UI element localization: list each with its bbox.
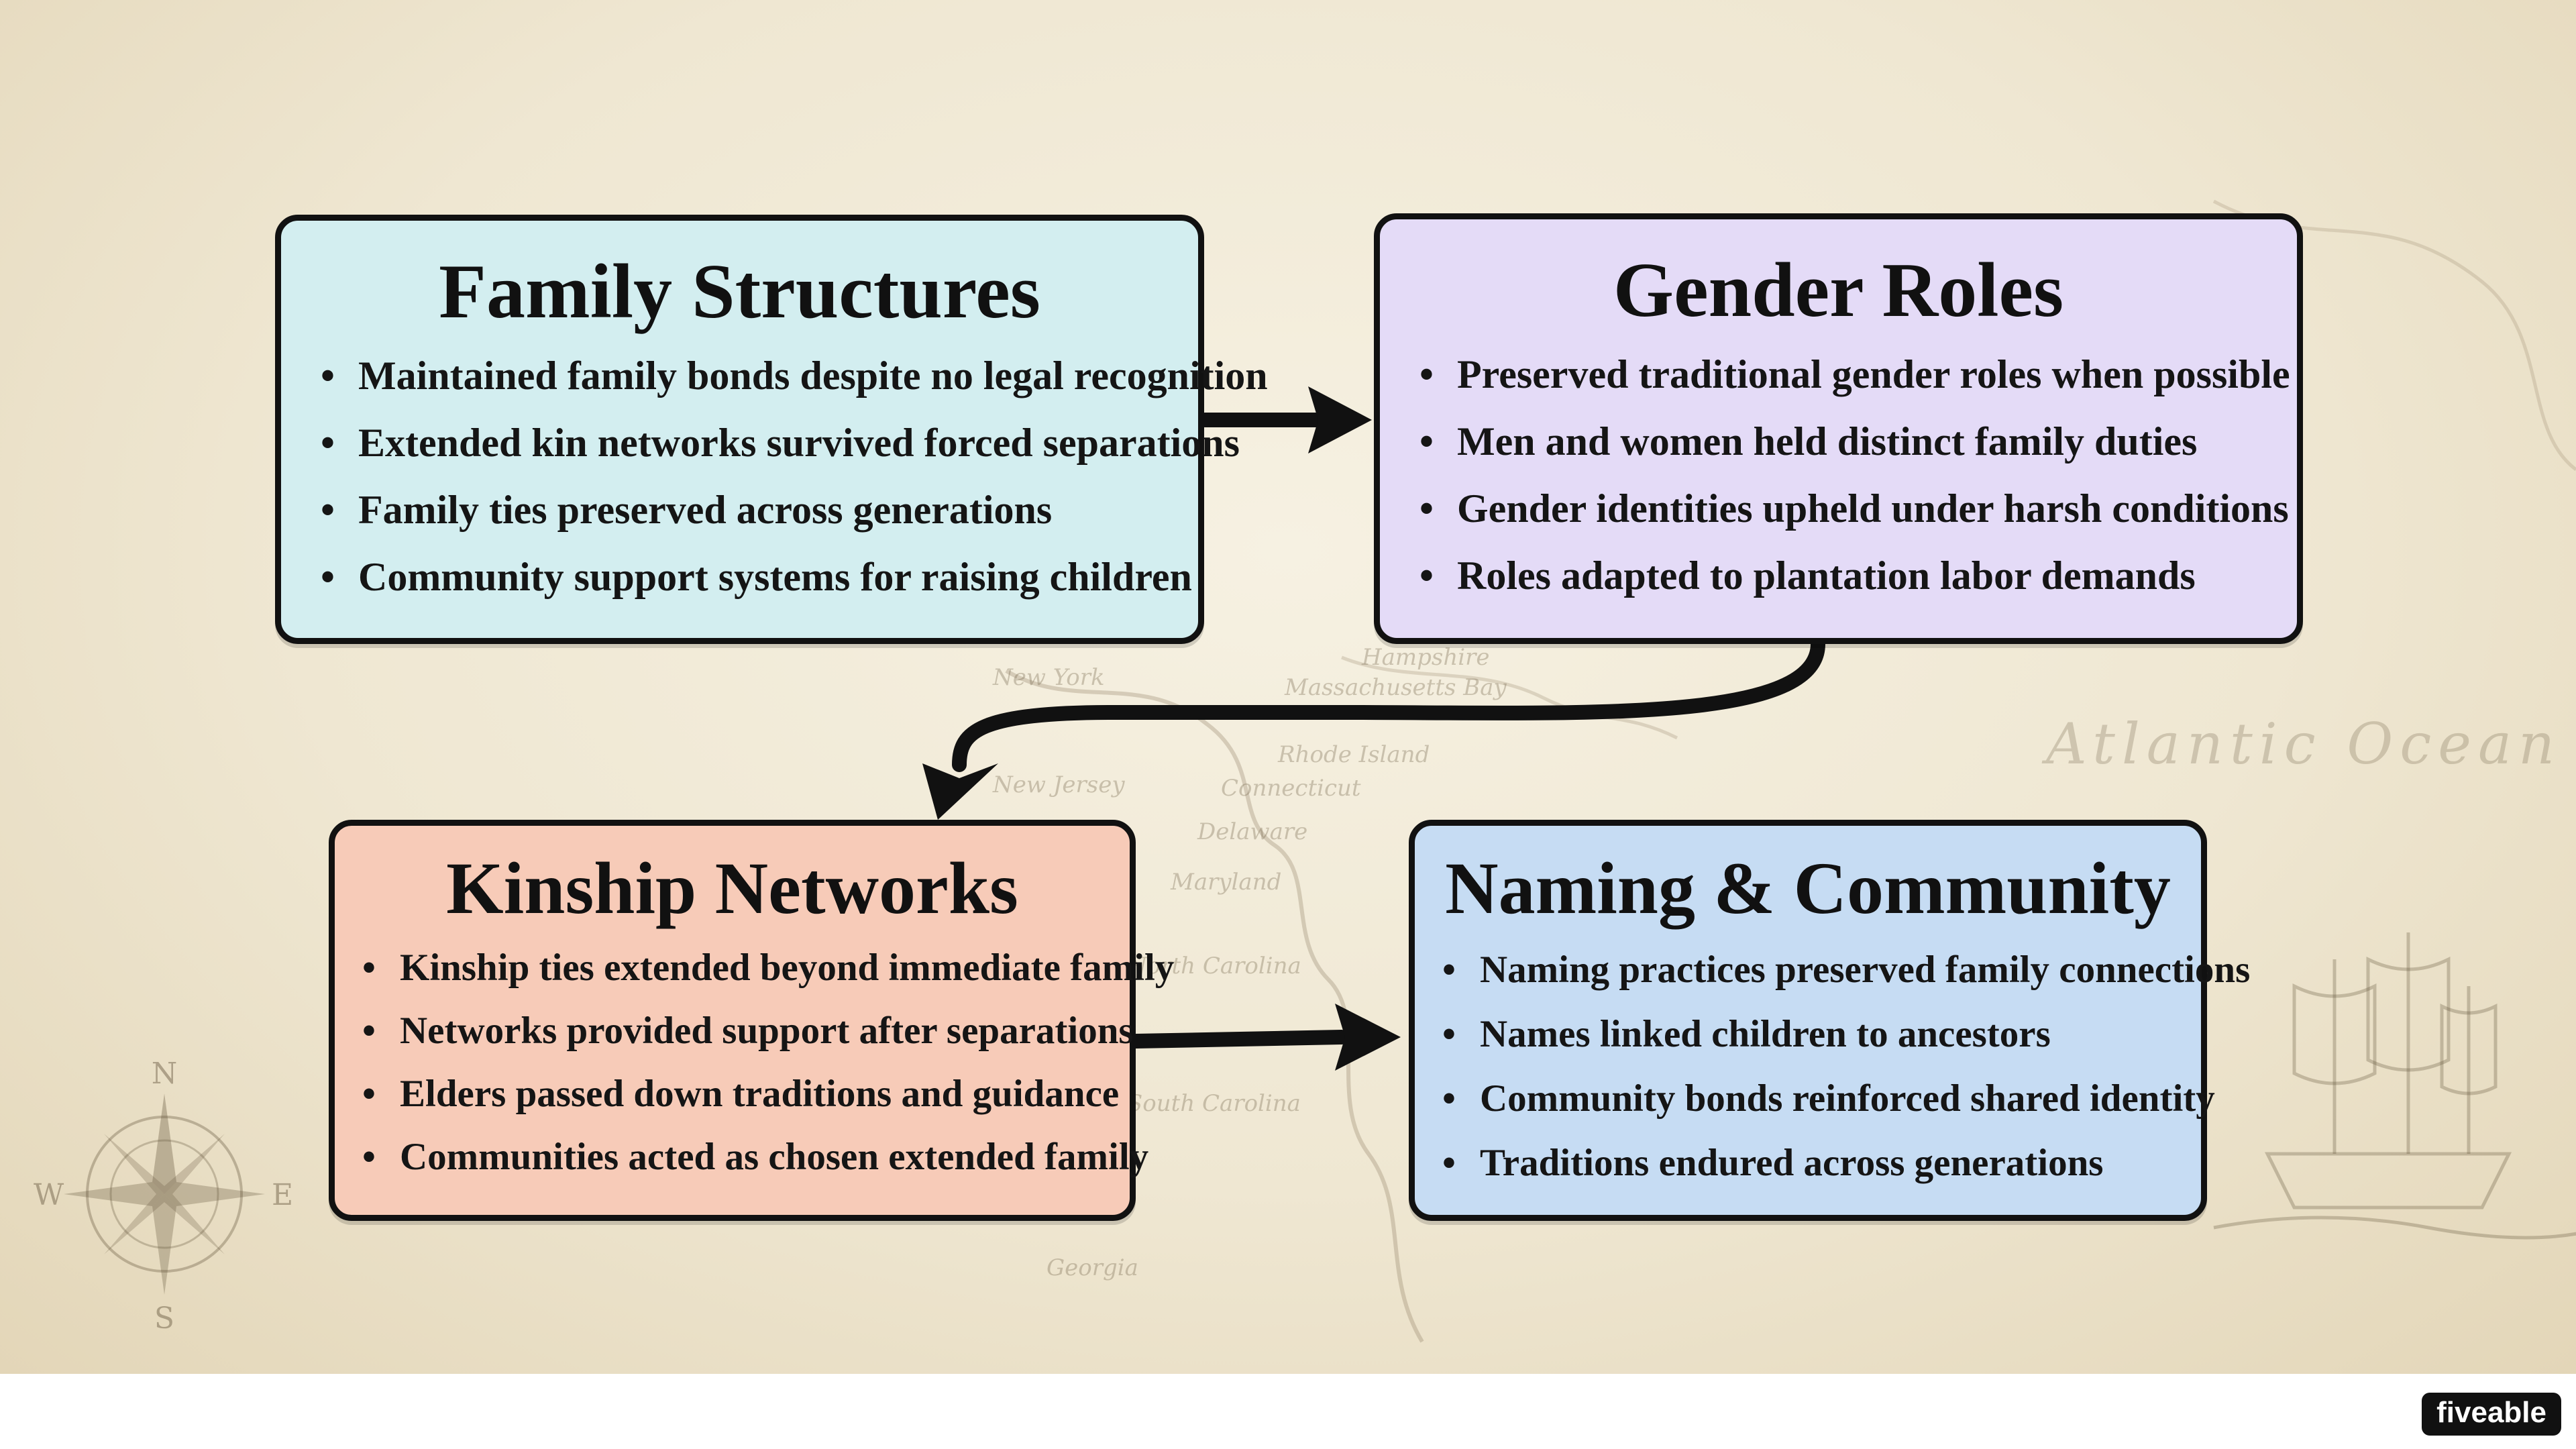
list-item-text: Communities acted as chosen extended fam… — [400, 1135, 1149, 1178]
map-label: Connecticut — [1221, 775, 1361, 802]
kinship-networks-box: Kinship Networks • Kinship ties extended … — [329, 820, 1174, 1221]
bullet-icon: • — [321, 555, 335, 600]
list-item-text: Extended kin networks survived forced se… — [358, 421, 1240, 466]
bullet-list: • Maintained family bonds despite no lega… — [281, 342, 1268, 610]
list-item: • Extended kin networks survived forced s… — [321, 409, 1240, 476]
list-item: • Networks provided support after separat… — [362, 1000, 1134, 1063]
compass-rose: N S E W — [34, 1057, 293, 1336]
map-label: Delaware — [1197, 818, 1308, 845]
list-item-text: Elders passed down traditions and guidan… — [400, 1072, 1120, 1115]
naming-community-box: Naming & Community • Naming practices pre… — [1409, 820, 2250, 1221]
list-item: • Roles adapted to plantation labor deman… — [1419, 542, 2297, 609]
list-item: • Naming practices preserved family conne… — [1442, 938, 2250, 1002]
map-label: North Carolina — [1127, 953, 1301, 979]
slide-canvas: N S E W Atlantic Ocean New York Massachu… — [0, 0, 2576, 1374]
list-item-text: Kinship ties extended beyond immediate f… — [400, 946, 1175, 989]
list-item: • Community bonds reinforced shared ident… — [1442, 1067, 2215, 1131]
bullet-icon: • — [1419, 553, 1434, 598]
list-item: • Elders passed down traditions and guida… — [362, 1063, 1130, 1126]
bullet-icon: • — [321, 421, 335, 466]
sailing-ship-illustration — [2213, 932, 2576, 1240]
bullet-icon: • — [362, 1009, 376, 1052]
bullet-icon: • — [1442, 948, 1456, 991]
bullet-icon: • — [1442, 1141, 1456, 1184]
footer-bar: fiveable — [0, 1374, 2576, 1449]
list-item: • Gender identities upheld under harsh co… — [1419, 475, 2297, 542]
bullet-list: • Kinship ties extended beyond immediate … — [335, 936, 1174, 1189]
map-label: Georgia — [1046, 1254, 1138, 1281]
bullet-icon: • — [1442, 1077, 1456, 1120]
list-item: • Communities acted as chosen extended fa… — [362, 1126, 1148, 1189]
bullet-list: • Naming practices preserved family conne… — [1415, 938, 2250, 1195]
map-label: New York — [993, 664, 1105, 691]
bullet-icon: • — [1419, 419, 1434, 464]
list-item-text: Roles adapted to plantation labor demand… — [1457, 553, 2196, 598]
compass-south-label: S — [154, 1301, 174, 1336]
box-title: Kinship Networks — [446, 847, 1018, 929]
ocean-label: Atlantic Ocean — [2046, 711, 2562, 777]
list-item-text: Traditions endured across generations — [1480, 1141, 2104, 1184]
arrow-family-to-gender — [1197, 386, 1372, 453]
list-item: • Preserved traditional gender roles when… — [1419, 341, 2297, 408]
box-title: Gender Roles — [1613, 248, 2064, 333]
list-item-text: Networks provided support after separati… — [400, 1009, 1134, 1052]
list-item-text: Gender identities upheld under harsh con… — [1457, 486, 2289, 531]
box-title: Naming & Community — [1445, 847, 2171, 929]
coastline — [1341, 655, 1678, 740]
bullet-icon: • — [362, 1135, 376, 1178]
gender-roles-box: Gender Roles • Preserved traditional gend… — [1374, 213, 2303, 644]
list-item: • Names linked children to ancestors — [1442, 1002, 2201, 1067]
list-item-text: Naming practices preserved family connec… — [1480, 948, 2251, 991]
bullet-icon: • — [1419, 486, 1434, 531]
map-label: Rhode Island — [1278, 741, 1430, 768]
list-item: • Men and women held distinct family duti… — [1419, 408, 2297, 475]
bullet-icon: • — [362, 946, 376, 989]
map-label: Maryland — [1171, 869, 1282, 896]
list-item: • Family ties preserved across generation… — [321, 476, 1198, 543]
list-item-text: Preserved traditional gender roles when … — [1457, 352, 2290, 397]
map-background: N S E W — [34, 199, 2576, 1343]
list-item-text: Men and women held distinct family dutie… — [1457, 419, 2198, 464]
bullet-icon: • — [321, 354, 335, 398]
list-item: • Kinship ties extended beyond immediate … — [362, 936, 1174, 1000]
bullet-icon: • — [321, 488, 335, 533]
list-item: • Community support systems for raising c… — [321, 543, 1198, 610]
bullet-list: • Preserved traditional gender roles when… — [1380, 341, 2297, 609]
list-item-text: Maintained family bonds despite no legal… — [358, 354, 1268, 398]
map-label: Hampshire — [1362, 644, 1490, 671]
arrow-gender-to-kinship — [922, 637, 1825, 820]
arrow-kinship-to-naming — [1128, 1004, 1401, 1071]
flow-arrows — [922, 386, 1825, 1071]
fiveable-logo[interactable]: fiveable — [2422, 1393, 2561, 1436]
bullet-icon: • — [1442, 1012, 1456, 1055]
coastline — [1005, 669, 1424, 1343]
bullet-icon: • — [1419, 352, 1434, 397]
list-item-text: Community bonds reinforced shared identi… — [1480, 1077, 2215, 1120]
compass-north-label: N — [152, 1057, 178, 1091]
list-item: • Traditions endured across generations — [1442, 1131, 2201, 1195]
list-item: • Maintained family bonds despite no lega… — [321, 342, 1268, 409]
list-item-text: Community support systems for raising ch… — [358, 555, 1192, 600]
family-structures-box: Family Structures • Maintained family bon… — [275, 215, 1268, 644]
bullet-icon: • — [362, 1072, 376, 1115]
map-label: Massachusetts Bay — [1285, 674, 1507, 701]
list-item-text: Family ties preserved across generations — [358, 488, 1053, 533]
box-title: Family Structures — [439, 249, 1040, 335]
compass-east-label: E — [272, 1178, 293, 1212]
list-item-text: Names linked children to ancestors — [1480, 1012, 2051, 1055]
map-label: New Jersey — [993, 771, 1125, 798]
map-label: South Carolina — [1127, 1090, 1301, 1117]
compass-west-label: W — [34, 1178, 64, 1212]
